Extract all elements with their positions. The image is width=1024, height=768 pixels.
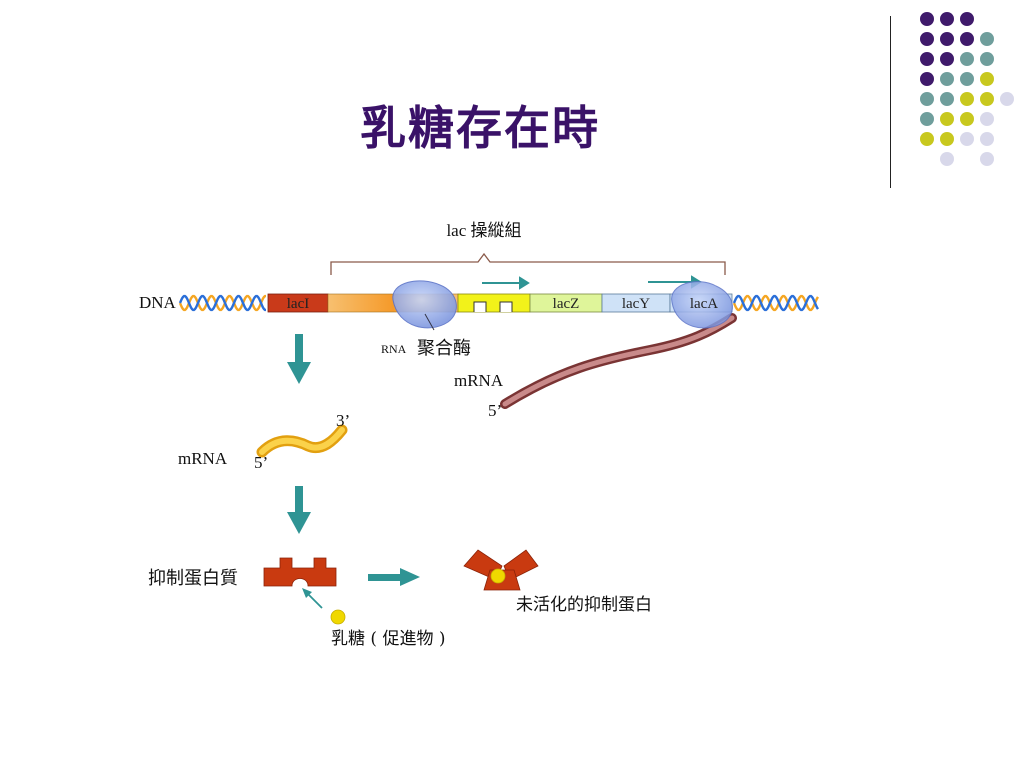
dna-label: DNA	[139, 293, 177, 312]
decorative-dot	[940, 112, 954, 126]
down-arrow-1	[287, 334, 311, 384]
right-arrow	[368, 568, 420, 586]
decorative-dot	[940, 72, 954, 86]
decorative-dot	[980, 52, 994, 66]
three-prime-label: 3’	[336, 411, 350, 430]
bound-lactose	[490, 568, 506, 584]
inducer-label: 乳糖 ( 促進物 )	[331, 629, 445, 649]
operator-region	[457, 293, 531, 313]
decorative-dot	[920, 132, 934, 146]
down-arrow-2	[287, 486, 311, 534]
five-prime-right: 5’	[488, 401, 502, 420]
operator-notches	[473, 301, 513, 312]
decorative-dot	[940, 52, 954, 66]
decorative-dot	[980, 92, 994, 106]
decorative-dot	[940, 32, 954, 46]
decorative-dot	[940, 12, 954, 26]
rna-polymerase-1	[392, 280, 457, 329]
mrna-right-label: mRNA	[454, 371, 504, 390]
decorative-dot	[960, 92, 974, 106]
decorative-dot	[980, 72, 994, 86]
decorative-dot	[1000, 92, 1014, 106]
decorative-dot	[940, 132, 954, 146]
decorative-dot	[960, 72, 974, 86]
gene-label-lacA: lacA	[690, 296, 718, 312]
inactive-repressor-label: 未活化的抑制蛋白	[516, 595, 652, 615]
gene-label-lacY: lacY	[622, 296, 650, 312]
gene-label-lacZ: lacZ	[553, 296, 580, 312]
decorative-dot	[960, 52, 974, 66]
polymerase-prefix: RNA	[381, 342, 407, 356]
decorative-dot	[920, 72, 934, 86]
transcription-arrow-1	[482, 276, 530, 290]
five-prime-left: 5’	[254, 453, 268, 472]
repressor-protein	[263, 557, 337, 587]
decorative-dot	[980, 112, 994, 126]
decorative-dot	[960, 132, 974, 146]
lactose-molecule	[330, 609, 346, 625]
decorative-dot	[960, 12, 974, 26]
decorative-dot	[920, 32, 934, 46]
mrna-left-label: mRNA	[178, 449, 228, 468]
decorative-dot	[980, 32, 994, 46]
decorative-divider	[890, 16, 891, 188]
repressor-label: 抑制蛋白質	[148, 568, 238, 589]
gene-label-lacI: lacI	[287, 296, 309, 312]
decorative-dot	[920, 92, 934, 106]
decorative-dot	[940, 152, 954, 166]
operon-label: lac 操縱組	[446, 221, 521, 240]
decorative-dot	[960, 112, 974, 126]
decorative-dot	[980, 152, 994, 166]
dna-helix-left	[178, 294, 266, 312]
decorative-dot	[920, 12, 934, 26]
mrna-transcript-long	[500, 313, 737, 409]
decorative-dot	[960, 32, 974, 46]
decorative-dot	[980, 132, 994, 146]
decorative-dot	[940, 92, 954, 106]
rna-polymerase-2	[671, 281, 733, 329]
decorative-dot	[920, 52, 934, 66]
dna-helix-right	[732, 294, 820, 312]
polymerase-label: 聚合酶	[417, 338, 471, 359]
operon-bracket	[330, 252, 726, 275]
decorative-dot	[920, 112, 934, 126]
slide-title: 乳糖存在時	[360, 101, 600, 155]
